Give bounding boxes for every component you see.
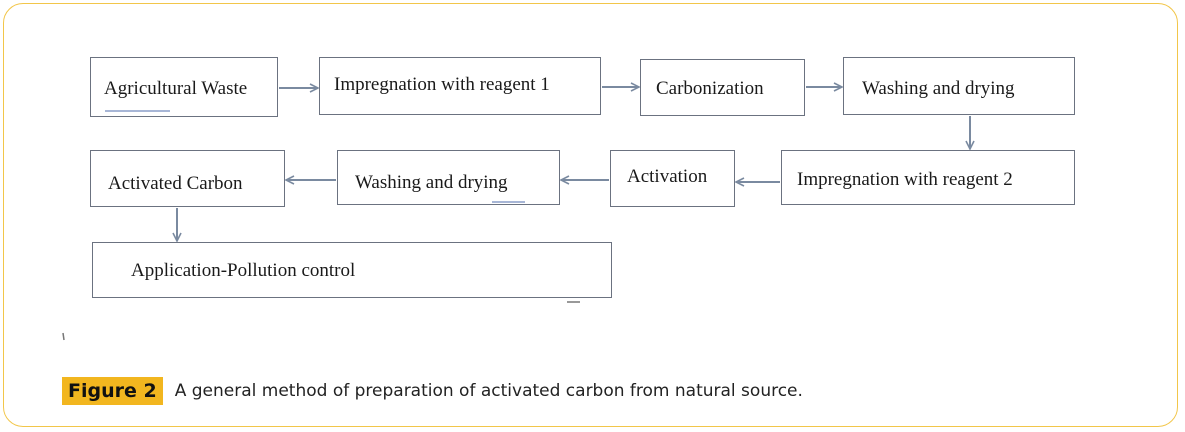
step-label: Activated Carbon (108, 173, 243, 194)
step-impregnation-reagent-2: Impregnation with reagent 2 (781, 150, 1075, 205)
step-label: Carbonization (656, 78, 764, 99)
step-label: Agricultural Waste (104, 78, 248, 99)
step-activated-carbon: Activated Carbon (90, 150, 285, 207)
caption-text: A general method of preparation of activ… (174, 381, 803, 401)
scan-artifacts (105, 110, 525, 203)
step-label: Washing and drying (355, 172, 508, 193)
step-carbonization: Carbonization (640, 59, 805, 116)
step-impregnation-reagent-1: Impregnation with reagent 1 (319, 57, 601, 115)
step-label: Application-Pollution control (131, 260, 356, 281)
step-label: Impregnation with reagent 1 (334, 74, 550, 95)
step-label: Washing and drying (862, 78, 1015, 99)
step-agricultural-waste: Agricultural Waste (90, 57, 278, 117)
step-activation: Activation (610, 150, 735, 207)
step-label: Impregnation with reagent 2 (797, 169, 1013, 190)
step-washing-drying-1: Washing and drying (843, 57, 1075, 115)
figure-caption: Figure 2 A general method of preparation… (62, 377, 803, 405)
step-label: Activation (627, 166, 708, 187)
figure-number-label: Figure 2 (62, 377, 163, 405)
step-application-pollution-control: Application-Pollution control (92, 242, 612, 298)
step-washing-drying-2: Washing and drying (337, 150, 560, 205)
